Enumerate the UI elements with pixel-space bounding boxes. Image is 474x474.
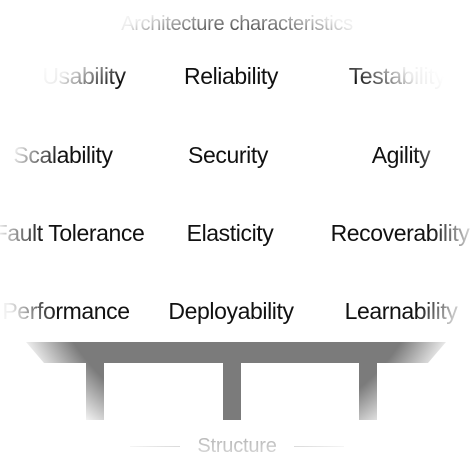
foundation-pillar-left [86, 360, 104, 420]
structure-caption: Structure [120, 431, 354, 461]
foundation-pillar-right [359, 360, 377, 420]
foundation-pillar-center [223, 360, 241, 420]
structure-caption-line-right [294, 446, 344, 447]
foundation-beam [26, 342, 446, 363]
